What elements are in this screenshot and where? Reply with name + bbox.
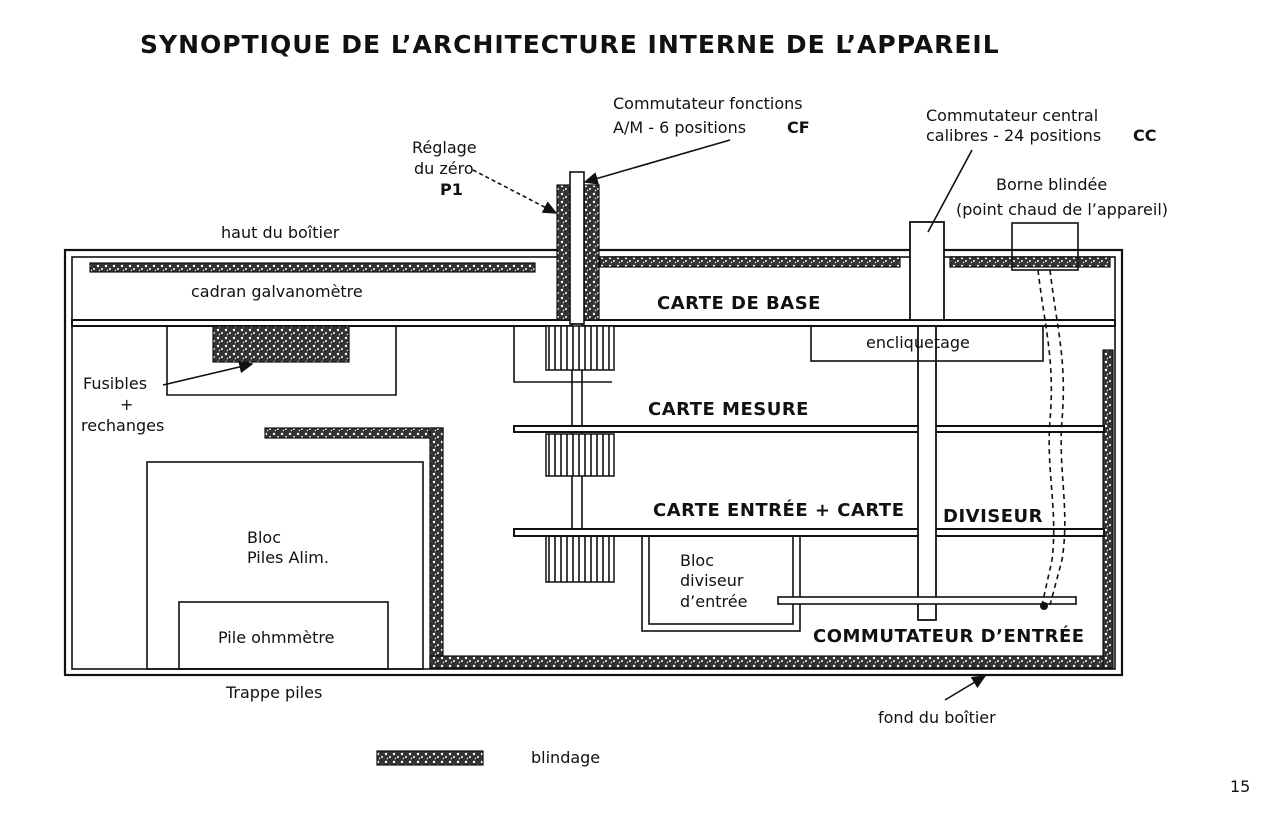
comm-entree-label: COMMUTATEUR D’ENTRÉE — [813, 625, 1085, 647]
carte-mesure-board — [513, 425, 1105, 433]
cc-leader — [927, 149, 973, 233]
encliquetage-label: encliquetage — [866, 333, 970, 352]
carte-entree-label: CARTE ENTRÉE + CARTE — [653, 499, 905, 521]
shield-top-left — [89, 262, 536, 273]
cc-label-line1: Commutateur central — [926, 106, 1098, 125]
cadran-label: cadran galvanomètre — [191, 282, 363, 301]
borne-label-line2: (point chaud de l’appareil) — [956, 200, 1168, 219]
bloc-div-line2: diviseur — [680, 571, 744, 590]
shield-battery-top — [264, 427, 444, 439]
connector-bracket — [513, 326, 612, 383]
bloc-piles-line1: Bloc — [247, 528, 281, 547]
carte-base-board — [71, 319, 1116, 327]
page-number: 15 — [1230, 777, 1250, 796]
zero-leader — [472, 169, 558, 214]
legend-label: blindage — [531, 748, 600, 767]
connector-mesure-entree — [545, 433, 615, 477]
shield-right — [1102, 349, 1114, 669]
fusibles-leader — [162, 360, 254, 386]
bloc-piles-line2: Piles Alim. — [247, 548, 329, 567]
pile-ohm-label: Pile ohmmètre — [218, 628, 334, 647]
cf-shaft-top — [569, 171, 585, 325]
commutateur-entree-rod — [777, 596, 1077, 605]
fond-label: fond du boîtier — [878, 708, 996, 727]
shield-top-right — [949, 256, 1111, 268]
carte-base-label: CARTE DE BASE — [657, 293, 821, 314]
encliquetage-box — [810, 325, 1044, 362]
diviseur-label: DIVISEUR — [943, 506, 1043, 527]
bloc-div-line3: d’entrée — [680, 592, 747, 611]
trappe-label: Trappe piles — [225, 683, 322, 702]
borne-label-line1: Borne blindée — [996, 175, 1107, 194]
borne-blindee — [1011, 222, 1079, 271]
cc-shaft-top — [909, 221, 945, 321]
borne-cable-a — [1037, 269, 1055, 606]
cf-label-line2: A/M - 6 positions — [613, 118, 746, 137]
bloc-diviseur-inner — [648, 535, 794, 625]
bloc-div-line1: Bloc — [680, 551, 714, 570]
borne-cable-b — [1049, 269, 1066, 606]
legend-swatch — [376, 750, 484, 766]
connector-base-mesure — [545, 325, 615, 371]
cc-code: CC — [1133, 126, 1156, 145]
connector-entree — [545, 535, 615, 583]
zero-code: P1 — [440, 180, 463, 199]
cf-leader — [583, 139, 731, 185]
carte-mesure-label: CARTE MESURE — [648, 399, 809, 420]
zero-label-line2: du zéro — [414, 159, 474, 178]
cc-label-line2: calibres - 24 positions — [926, 126, 1101, 145]
zero-label-line1: Réglage — [412, 138, 477, 157]
fuse-compartment — [166, 326, 397, 396]
fusibles-label-line3: rechanges — [81, 416, 164, 435]
cf-label-line1: Commutateur fonctions — [613, 94, 803, 113]
shield-battery-side — [429, 427, 444, 669]
fusibles-label-line2: + — [120, 395, 133, 414]
fusibles-label-line1: Fusibles — [83, 374, 147, 393]
carte-entree-board — [513, 528, 1105, 537]
shield-bottom — [429, 655, 1111, 669]
fond-leader — [944, 675, 987, 701]
cf-code: CF — [787, 118, 810, 137]
cc-shaft — [917, 325, 937, 621]
fuse-shield — [212, 325, 350, 363]
diagram-title: SYNOPTIQUE DE L’ARCHITECTURE INTERNE DE … — [140, 30, 1000, 59]
pile-ohmmetre-box — [178, 601, 389, 670]
borne-cable-end — [1040, 602, 1048, 610]
shield-top-middle — [599, 256, 901, 268]
haut-label: haut du boîtier — [221, 223, 340, 242]
